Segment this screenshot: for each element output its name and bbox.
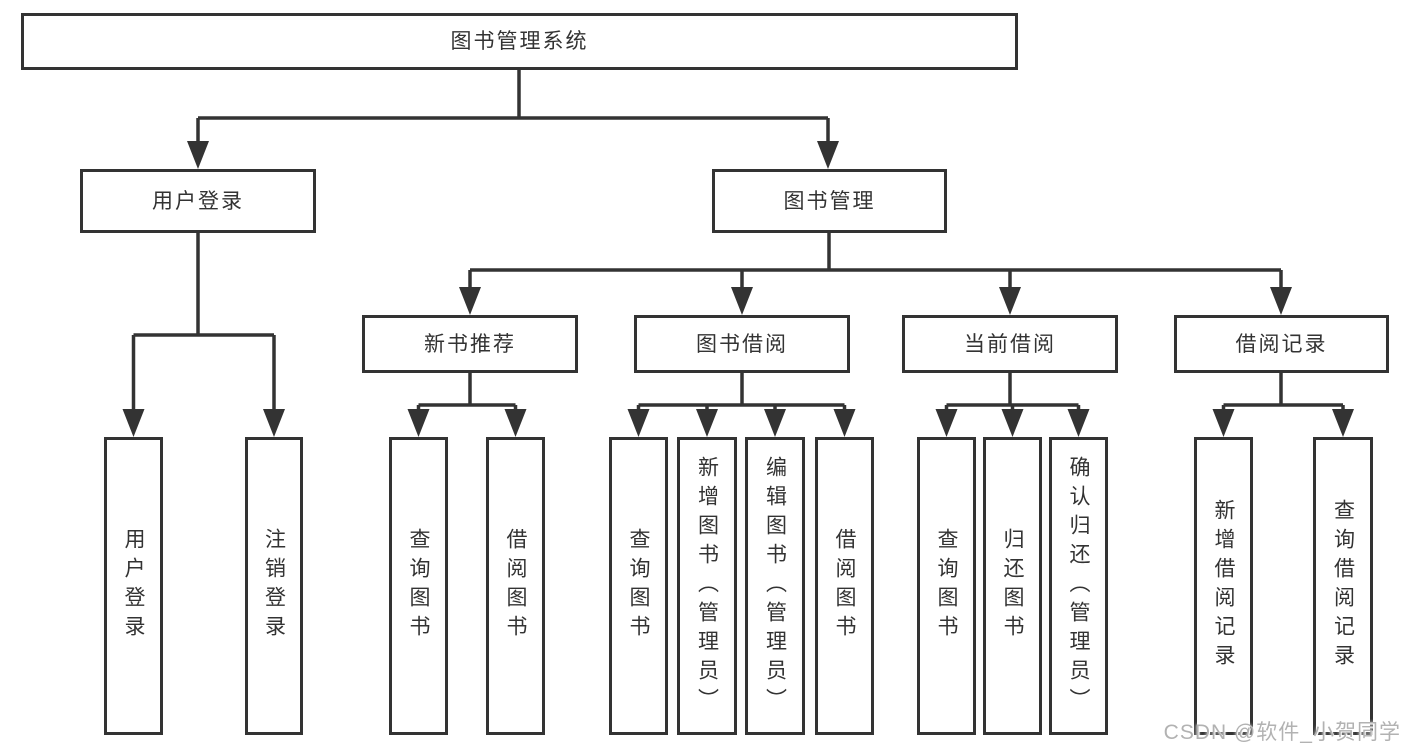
leaf-borrow-books-borrowing: 借阅图书 <box>815 437 874 735</box>
leaf-query-books-current: 查询图书 <box>917 437 976 735</box>
node-book-borrowing: 图书借阅 <box>634 315 850 373</box>
leaf-label: 查询借阅记录 <box>1331 499 1355 673</box>
node-label: 当前借阅 <box>964 332 1056 356</box>
leaf-label: 注销登录 <box>262 528 286 644</box>
leaf-label: 查询图书 <box>627 528 650 644</box>
leaf-label: 借阅图书 <box>504 528 527 644</box>
leaf-label: 归还图书 <box>1001 528 1024 644</box>
leaf-query-books-borrowing: 查询图书 <box>609 437 668 735</box>
node-label: 用户登录 <box>152 189 244 213</box>
leaf-label: 借阅图书 <box>833 528 856 644</box>
node-new-book-recommend: 新书推荐 <box>362 315 578 373</box>
leaf-label: 确认归还（管理员） <box>1067 455 1090 717</box>
leaf-logout: 注销登录 <box>245 437 303 735</box>
leaf-query-books-recommend: 查询图书 <box>389 437 448 735</box>
leaf-label: 用户登录 <box>122 528 145 644</box>
leaf-label: 查询图书 <box>935 528 958 644</box>
leaf-label: 查询图书 <box>407 528 430 644</box>
csdn-watermark: CSDN @软件_小贺同学 <box>1163 721 1401 744</box>
node-label: 图书借阅 <box>696 332 788 356</box>
node-user-login: 用户登录 <box>80 169 316 233</box>
leaf-borrow-books-recommend: 借阅图书 <box>486 437 545 735</box>
node-label: 新书推荐 <box>424 332 516 356</box>
leaf-query-borrow-record: 查询借阅记录 <box>1313 437 1373 735</box>
leaf-return-book: 归还图书 <box>983 437 1042 735</box>
leaf-label: 新增借阅记录 <box>1212 499 1235 673</box>
leaf-label: 新增图书（管理员） <box>695 455 719 717</box>
leaf-add-borrow-record: 新增借阅记录 <box>1194 437 1253 735</box>
node-label: 借阅记录 <box>1235 332 1328 356</box>
leaf-add-book-admin: 新增图书（管理员） <box>677 437 737 735</box>
leaf-user-login: 用户登录 <box>104 437 163 735</box>
leaf-label: 编辑图书（管理员） <box>763 455 787 717</box>
node-label: 图书管理 <box>783 189 876 213</box>
leaf-confirm-return-admin: 确认归还（管理员） <box>1049 437 1108 735</box>
node-root-label: 图书管理系统 <box>450 30 589 53</box>
node-root-system: 图书管理系统 <box>21 13 1018 70</box>
node-current-borrowing: 当前借阅 <box>902 315 1118 373</box>
node-book-management: 图书管理 <box>712 169 947 233</box>
node-borrow-records: 借阅记录 <box>1174 315 1389 373</box>
leaf-edit-book-admin: 编辑图书（管理员） <box>745 437 805 735</box>
